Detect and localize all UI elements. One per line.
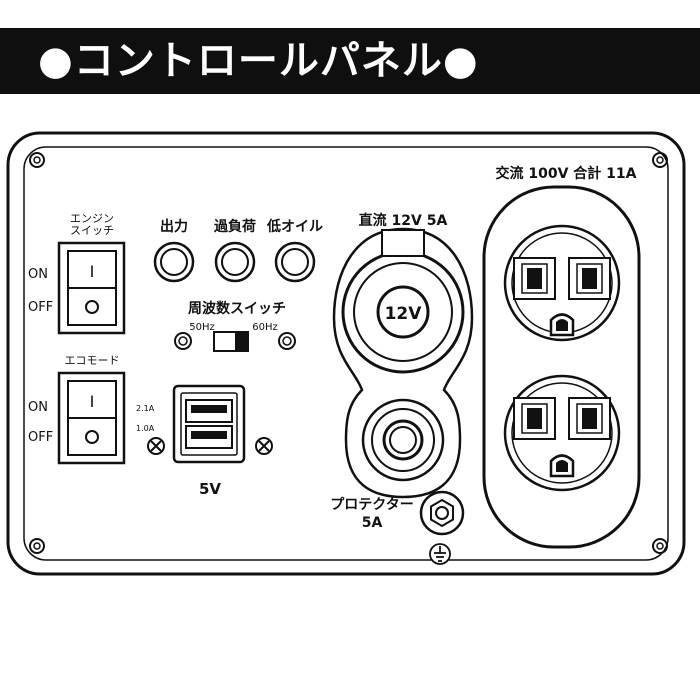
usb-port-bottom[interactable] [185, 425, 233, 449]
corner-screw-icon [652, 538, 668, 554]
frequency-60hz-label: 60Hz [252, 322, 278, 333]
corner-screw-icon [652, 152, 668, 168]
dc-output-label: 直流 12V 5A [359, 212, 448, 229]
protector-label-1: プロテクター [330, 497, 413, 513]
header-band [0, 28, 700, 94]
dc-protector-knob[interactable] [361, 398, 445, 482]
eco-rocker-switch[interactable]: I [57, 371, 126, 465]
engine-rocker-switch[interactable]: I [57, 241, 126, 335]
eco-mode-label: エコモード [65, 354, 120, 367]
engine-switch-label-1: エンジン [70, 212, 114, 225]
usb-port-panel [172, 384, 246, 464]
dc-cigarette-socket[interactable]: 12V [341, 229, 465, 374]
page-title: ●コントロールパネル● [38, 38, 479, 84]
engine-on-mark: I [90, 262, 95, 281]
ground-symbol-icon [429, 543, 451, 565]
protector-label-2: 5A [362, 515, 383, 531]
eco-on-label: ON [28, 400, 48, 415]
low-oil-lamp-icon [274, 241, 316, 283]
screw-icon [147, 437, 165, 455]
output-lamp-icon [153, 241, 195, 283]
usb-rating-top: 2.1A [136, 404, 155, 413]
panel-inner-frame [23, 146, 669, 561]
ac-output-label: 交流 100V 合計 11A [496, 165, 637, 182]
off-circle-icon [85, 430, 99, 444]
ac-outlet-bottom[interactable] [503, 374, 621, 492]
off-circle-icon [85, 300, 99, 314]
frequency-50hz-lamp-icon [174, 332, 192, 350]
ac-outlet-top[interactable] [503, 224, 621, 342]
eco-off-label: OFF [28, 430, 53, 445]
frequency-slide-switch[interactable] [213, 331, 249, 352]
overload-indicator-label: 過負荷 [213, 218, 256, 235]
dc-socket-label: 12V [385, 304, 423, 324]
screw-icon [255, 437, 273, 455]
eco-on-mark: I [90, 392, 95, 411]
engine-on-label: ON [28, 267, 48, 282]
corner-screw-icon [29, 152, 45, 168]
usb-voltage-label: 5V [199, 480, 221, 498]
engine-off-label: OFF [28, 300, 53, 315]
frequency-60hz-lamp-icon [278, 332, 296, 350]
overload-lamp-icon [214, 241, 256, 283]
output-indicator-label: 出力 [160, 218, 188, 235]
frequency-50hz-label: 50Hz [189, 322, 215, 333]
ground-terminal[interactable] [419, 490, 465, 536]
low-oil-indicator-label: 低オイル [266, 218, 323, 235]
engine-switch-label-2: スイッチ [70, 224, 114, 237]
frequency-switch-label: 周波数スイッチ [188, 300, 286, 317]
usb-rating-bottom: 1.0A [136, 424, 155, 433]
usb-port-top[interactable] [185, 399, 233, 423]
corner-screw-icon [29, 538, 45, 554]
